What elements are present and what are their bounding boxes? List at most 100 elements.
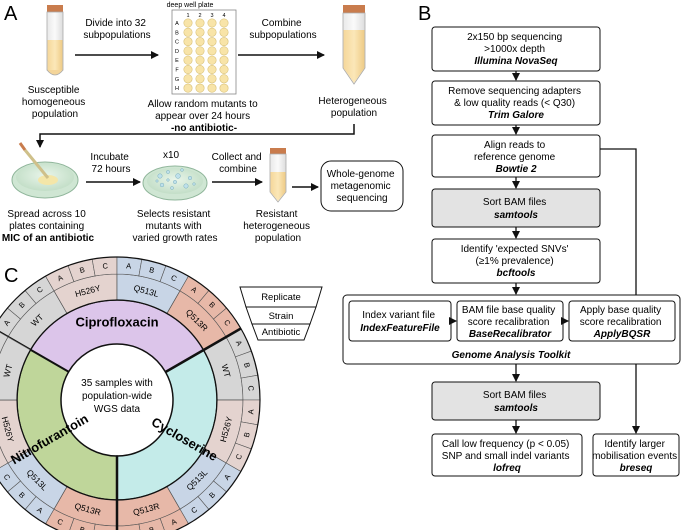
svg-text:Apply base quality score: Apply base quality score recalibration A… xyxy=(580,305,665,340)
colony xyxy=(173,180,177,184)
colony xyxy=(170,186,174,190)
donut-center-text: population-wide xyxy=(82,391,152,402)
arrow-divide-label: Divide into 32 subpopulations xyxy=(83,18,150,41)
plate-row-label: G xyxy=(175,77,179,83)
replicate-segment xyxy=(0,445,9,468)
replicate-label: A xyxy=(2,318,12,327)
plate-well xyxy=(195,83,205,93)
plate-row-label: C xyxy=(175,40,179,46)
plate-col-label: 1 xyxy=(186,13,189,19)
plate-well xyxy=(183,37,193,47)
plate-well xyxy=(219,74,229,84)
gatk-label: Genome Analysis Toolkit xyxy=(452,350,571,361)
svg-text:Remove sequencing adapters: Remove sequencing adapters & low quality… xyxy=(448,86,584,121)
step-breseq xyxy=(592,433,680,477)
replicate-label: B xyxy=(207,490,217,500)
plate-well xyxy=(195,37,205,47)
arrow-combine-label: Combine subpopulations xyxy=(249,18,316,41)
colony xyxy=(183,183,189,189)
colony xyxy=(155,179,159,183)
replicate-label: B xyxy=(242,362,252,369)
svg-text:Align reads to reference: Align reads to reference genome Bowtie 2 xyxy=(474,140,558,175)
plate-well xyxy=(219,37,229,47)
collect-label: Collect and combine xyxy=(212,152,265,175)
tube1-line: Susceptible xyxy=(28,85,80,96)
plate-well xyxy=(195,27,205,37)
replicate-label: B xyxy=(242,431,252,438)
panel-a-label: A xyxy=(4,3,18,25)
plate-well xyxy=(183,55,193,65)
replicate-label: C xyxy=(102,261,109,270)
svg-text:Identify 'expected SNVs': Identify 'expected SNVs' (≥1% prevalence… xyxy=(461,244,572,279)
svg-text:2x150 bp sequencing >100: 2x150 bp sequencing >1000x depth Illumin… xyxy=(467,32,565,67)
colony xyxy=(187,175,193,181)
plate-col-label: 4 xyxy=(222,13,225,19)
plate-well xyxy=(195,65,205,75)
strain-label: WT xyxy=(220,363,233,378)
replicate-label: A xyxy=(222,473,232,482)
plate-well xyxy=(207,37,217,47)
step-lofreq xyxy=(431,433,583,477)
colony xyxy=(175,173,181,179)
ring-legend: Replicate Strain Antibiotic xyxy=(239,286,323,341)
donut-center-text: WGS data xyxy=(94,404,141,415)
panel-b-label: B xyxy=(418,3,431,25)
dish2-label: Selects resistant mutants with varied gr… xyxy=(132,209,217,244)
replicate-label: C xyxy=(56,517,65,528)
replicate-label: C xyxy=(2,472,13,482)
replicate-label: B xyxy=(207,300,217,310)
plate-well xyxy=(207,55,217,65)
plate-well xyxy=(219,46,229,56)
plate-well xyxy=(219,83,229,93)
plate-well xyxy=(207,18,217,28)
plate-well xyxy=(195,74,205,84)
colony xyxy=(180,168,184,172)
replicate-label: A xyxy=(170,517,178,527)
strain-label: WT xyxy=(1,363,14,378)
svg-text:Sort BAM files samtools: Sort BAM files samtools xyxy=(483,390,549,414)
dish1-label: Spread across 10 plates containing MIC o… xyxy=(2,209,95,244)
plate-col-label: 2 xyxy=(198,13,201,19)
tube3-label: Resistant heterogeneous population xyxy=(243,209,313,244)
plate-caption: Allow random mutants to appear over 24 h… xyxy=(148,99,261,134)
replicate-label: B xyxy=(17,300,27,310)
plate-well xyxy=(219,18,229,28)
plate-well xyxy=(183,83,193,93)
panel-c-label: C xyxy=(4,265,18,287)
plate-well xyxy=(207,74,217,84)
plate-row-label: H xyxy=(175,86,179,92)
replicate-label: A xyxy=(234,339,244,347)
replicate-label: B xyxy=(148,265,155,275)
arrow-spread xyxy=(36,124,355,148)
wgs-label: Whole-genome metagenomic sequencing xyxy=(327,169,398,204)
svg-text:BAM file base quality sc: BAM file base quality score recalibratio… xyxy=(462,305,558,340)
plate-well xyxy=(219,55,229,65)
tube1-line: homogeneous xyxy=(22,97,85,108)
step-apply-bqsr xyxy=(568,300,676,342)
replicate-label: C xyxy=(234,452,245,461)
plate-well xyxy=(183,46,193,56)
legend-replicate: Replicate xyxy=(261,292,301,303)
tube-susceptible xyxy=(46,5,64,76)
plate-well xyxy=(219,65,229,75)
plate-title: deep well plate xyxy=(167,2,214,9)
svg-text:Identify larger mobilisa: Identify larger mobilisation events bres… xyxy=(592,439,680,474)
svg-text:Sort BAM files samtools: Sort BAM files samtools xyxy=(483,197,549,221)
step-sort-bam-1 xyxy=(431,188,601,228)
colony xyxy=(159,182,165,188)
replicate-label: A xyxy=(246,409,255,415)
tube-resistant xyxy=(269,148,287,203)
replicate-label: A xyxy=(35,505,44,515)
replicate-label: A xyxy=(190,285,199,295)
plate-row-label: F xyxy=(175,68,179,74)
replicate-label: A xyxy=(126,261,132,270)
replicate-label: B xyxy=(79,525,86,530)
replicate-label: C xyxy=(222,318,233,328)
strain-ring-border xyxy=(16,299,218,501)
plate-well xyxy=(219,27,229,37)
replicate-label: A xyxy=(56,273,64,283)
incubate-label: Incubate 72 hours xyxy=(90,152,131,175)
